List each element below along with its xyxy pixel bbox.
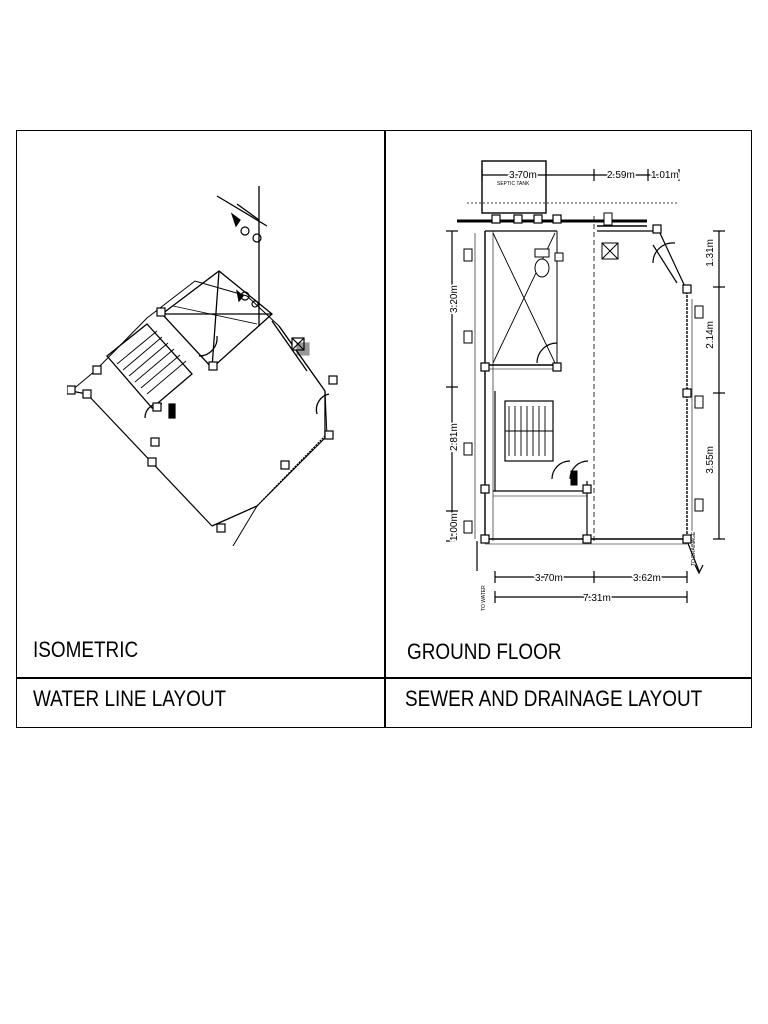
dim-left-1: 3.20m <box>449 285 460 313</box>
sewer-drainage-layout-title: SEWER AND DRAINAGE LAYOUT <box>405 686 703 711</box>
to-water-label: TO WATER <box>481 585 487 611</box>
layout-sheet: SEPTIC TANK <box>16 130 752 728</box>
septic-tank-label: SEPTIC TANK <box>497 181 530 187</box>
dim-bottom-1: 3.70m <box>535 573 563 584</box>
dim-right-2: 2.14m <box>705 321 716 349</box>
vertical-divider <box>384 131 386 727</box>
to-drainage-label: TO DRAINAGE <box>691 531 697 566</box>
ground-floor-sewer-plan: SEPTIC TANK <box>446 160 725 611</box>
horizontal-divider <box>17 677 751 679</box>
ground-floor-caption: GROUND FLOOR <box>407 639 562 664</box>
water-line-layout-title: WATER LINE LAYOUT <box>33 686 227 711</box>
septic-tank <box>481 160 547 214</box>
dim-top-3: 1.01m <box>651 170 679 181</box>
dim-right-1: 1.31m <box>705 239 716 267</box>
dim-left-2: 2.81m <box>449 423 460 451</box>
dim-bottom-2: 3.62m <box>633 573 661 584</box>
isometric-water-line-drawing <box>67 186 338 546</box>
dim-right-3: 3.55m <box>705 446 716 474</box>
dim-top-1: 3.70m <box>509 170 537 181</box>
isometric-caption: ISOMETRIC <box>33 637 139 662</box>
dim-left-3: 1.00m <box>449 513 460 541</box>
dim-top-2: 2.59m <box>607 170 635 181</box>
dim-bottom-total: 7.31m <box>583 593 611 604</box>
